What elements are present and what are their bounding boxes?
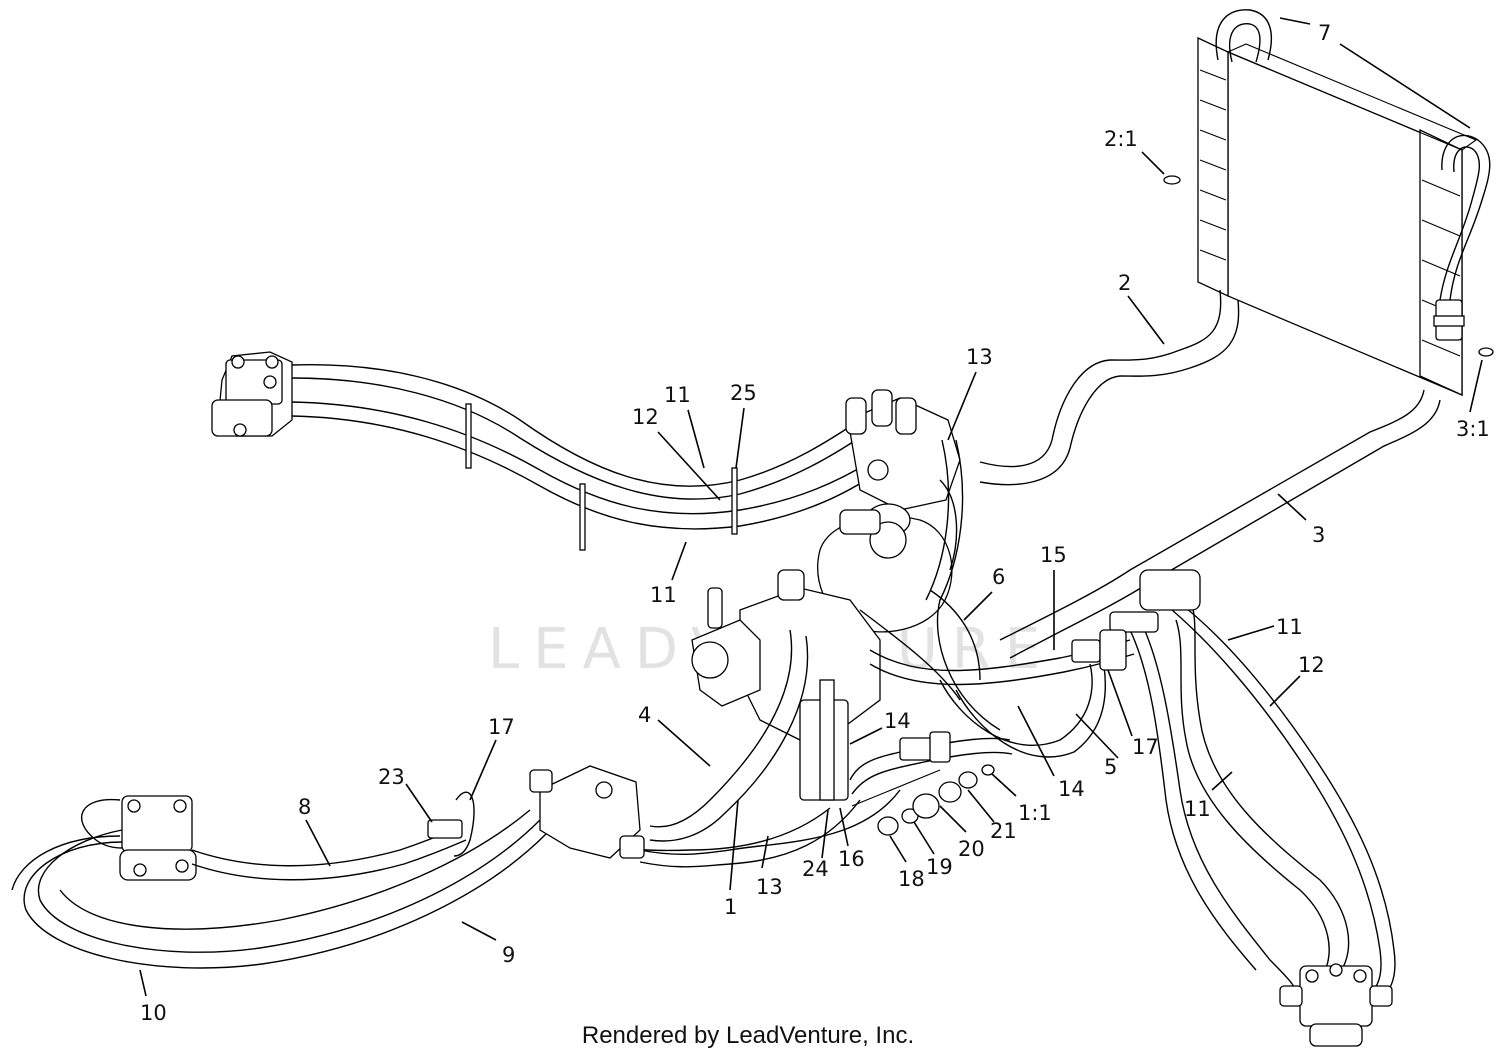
callout-9: 9 [502, 943, 515, 967]
seal-21 [938, 781, 962, 803]
callout-15: 15 [1040, 543, 1067, 567]
hose-5 [939, 663, 1106, 758]
tube-13-upper [925, 439, 1001, 731]
callouts: 7 2:1 2 3:1 13 3 11 25 12 11 15 6 11 12 … [140, 21, 1490, 1025]
render-credit-text: Rendered by LeadVenture, Inc. [581, 1022, 915, 1049]
callout-24: 24 [802, 857, 829, 881]
washer-18 [877, 816, 899, 836]
callout-11-lower-left: 11 [650, 583, 677, 607]
callout-11-right-lower: 11 [1184, 797, 1211, 821]
render-credit: Rendered by LeadVenture, Inc. [0, 1022, 1500, 1050]
callout-3-1: 3:1 [1456, 417, 1490, 441]
callout-11-right-upper: 11 [1276, 615, 1303, 639]
callout-1-1: 1:1 [1018, 801, 1052, 825]
callout-17-right: 17 [1132, 735, 1159, 759]
wheel-motor-front-left [119, 795, 197, 881]
callout-17-left: 17 [488, 715, 515, 739]
callout-16: 16 [838, 847, 865, 871]
callout-21: 21 [990, 819, 1017, 843]
hoses-11-12-right [1129, 599, 1396, 1005]
tube-14 [849, 731, 1013, 795]
callout-1: 1 [724, 895, 737, 919]
callout-2: 2 [1118, 271, 1131, 295]
callout-2-1: 2:1 [1104, 127, 1138, 151]
callout-6: 6 [992, 565, 1005, 589]
oil-cooler [1197, 9, 1491, 397]
callout-5: 5 [1104, 755, 1117, 779]
hose-4-and-1 [639, 629, 901, 868]
valve-block-main [691, 569, 881, 801]
callout-13-lower: 13 [756, 875, 783, 899]
fittings-right [1099, 569, 1201, 671]
callout-10: 10 [140, 1001, 167, 1025]
fittings-17-23 [427, 791, 475, 857]
hoses-11-12-upper [291, 363, 873, 530]
valve-block-upper [845, 389, 961, 511]
callout-8: 8 [298, 795, 311, 819]
o-ring-2-1 [1163, 175, 1181, 185]
callout-23: 23 [378, 765, 405, 789]
callout-14-upper: 14 [884, 709, 911, 733]
callout-12-upper: 12 [632, 405, 659, 429]
callout-20: 20 [958, 837, 985, 861]
hose-9 [23, 819, 547, 969]
wheel-motor-front-right [1279, 963, 1393, 1047]
callout-18: 18 [898, 867, 925, 891]
callout-19: 19 [926, 855, 953, 879]
wheel-motor-rear-left [211, 351, 293, 437]
callout-14-lower: 14 [1058, 777, 1085, 801]
hose-clamps-25 [465, 403, 738, 551]
leader-lines [139, 17, 1483, 997]
callout-4: 4 [638, 703, 651, 727]
hose-10 [11, 809, 531, 930]
o-ring-1-1 [981, 764, 995, 776]
valve-block-lower [529, 765, 645, 859]
washer-20 [912, 793, 940, 819]
tube-3 [999, 389, 1441, 659]
nut-21 [958, 771, 978, 789]
callout-7: 7 [1318, 21, 1331, 45]
callout-13-upper: 13 [966, 345, 993, 369]
callout-12-right: 12 [1298, 653, 1325, 677]
callout-3: 3 [1312, 523, 1325, 547]
callout-25: 25 [730, 381, 757, 405]
callout-11-upper: 11 [664, 383, 691, 407]
washer-stack [851, 764, 995, 836]
hose-6 [859, 589, 981, 701]
tube-2 [979, 289, 1240, 486]
o-ring-3-1 [1478, 347, 1494, 357]
